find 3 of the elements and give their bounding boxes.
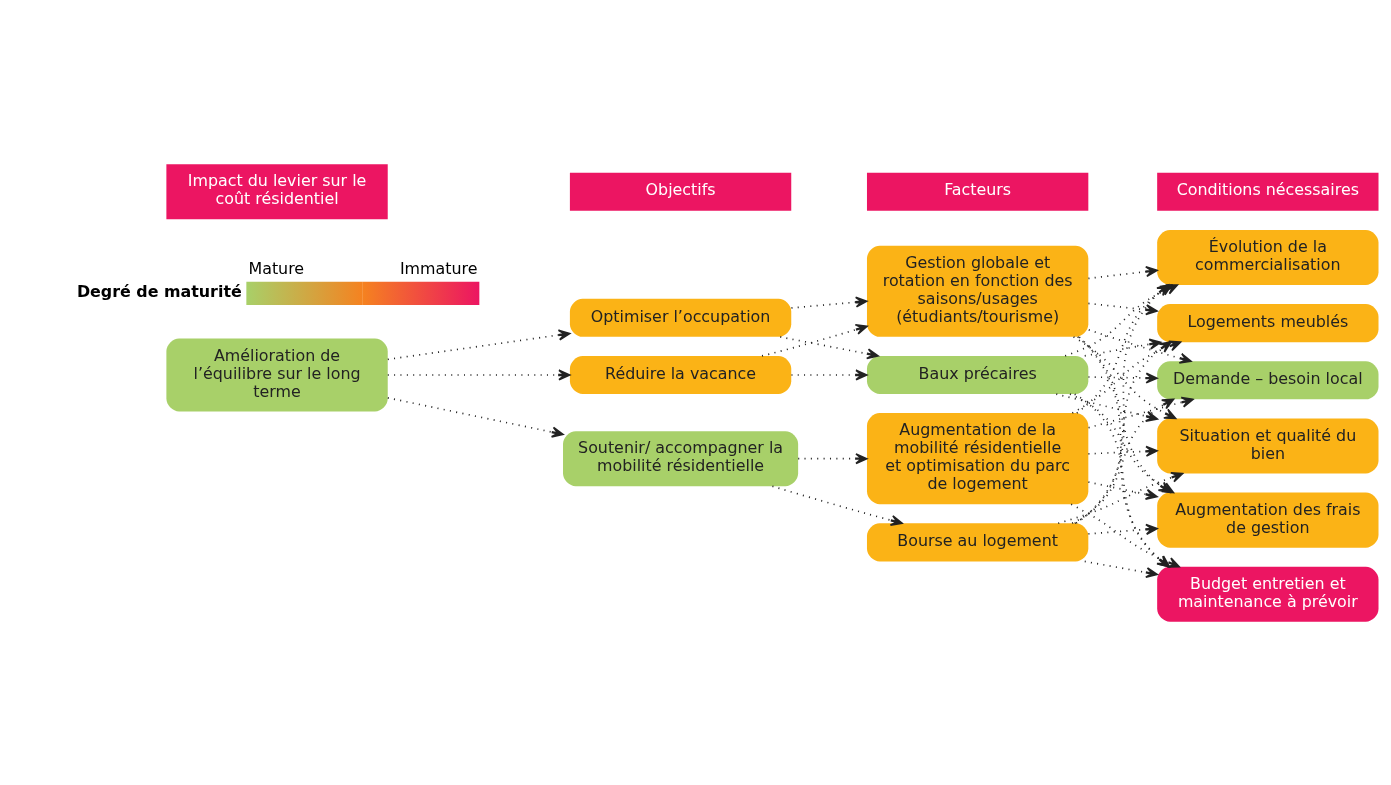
label: Mature	[248, 258, 305, 278]
label: Degré de maturité	[76, 281, 242, 301]
label: Immature	[399, 258, 478, 278]
